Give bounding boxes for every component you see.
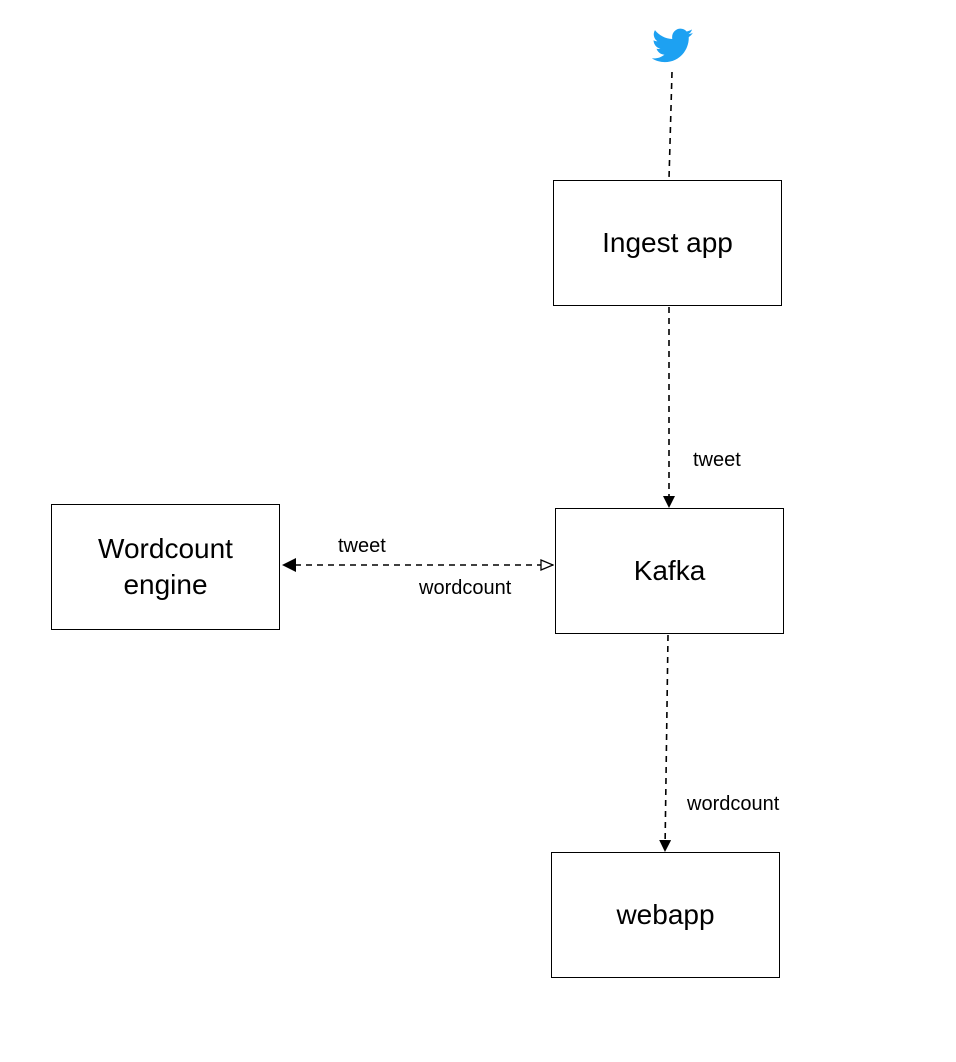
edge-twitter-ingest [668, 71, 673, 180]
kafka-node: Kafka [555, 508, 784, 634]
kafka-label: Kafka [633, 555, 706, 586]
arrow-head-engine [282, 558, 296, 572]
ingest-app-node: Ingest app [553, 180, 782, 306]
edge-label-wordcount-engine: wordcount [419, 577, 512, 599]
edge-label-wordcount-webapp: wordcount [687, 793, 780, 815]
webapp-label: webapp [616, 899, 715, 930]
edge-kafka-webapp [659, 634, 672, 852]
wordcount-engine-node: Wordcount engine [51, 504, 280, 630]
webapp-node: webapp [551, 852, 780, 978]
edge-label-tweet-engine: tweet [338, 535, 386, 557]
wordcount-engine-label: Wordcount engine [98, 533, 233, 600]
twitter-bird-icon [651, 28, 694, 64]
ingest-app-label: Ingest app [602, 227, 733, 258]
edge-label-tweet-ingest-kafka: tweet [693, 449, 741, 471]
